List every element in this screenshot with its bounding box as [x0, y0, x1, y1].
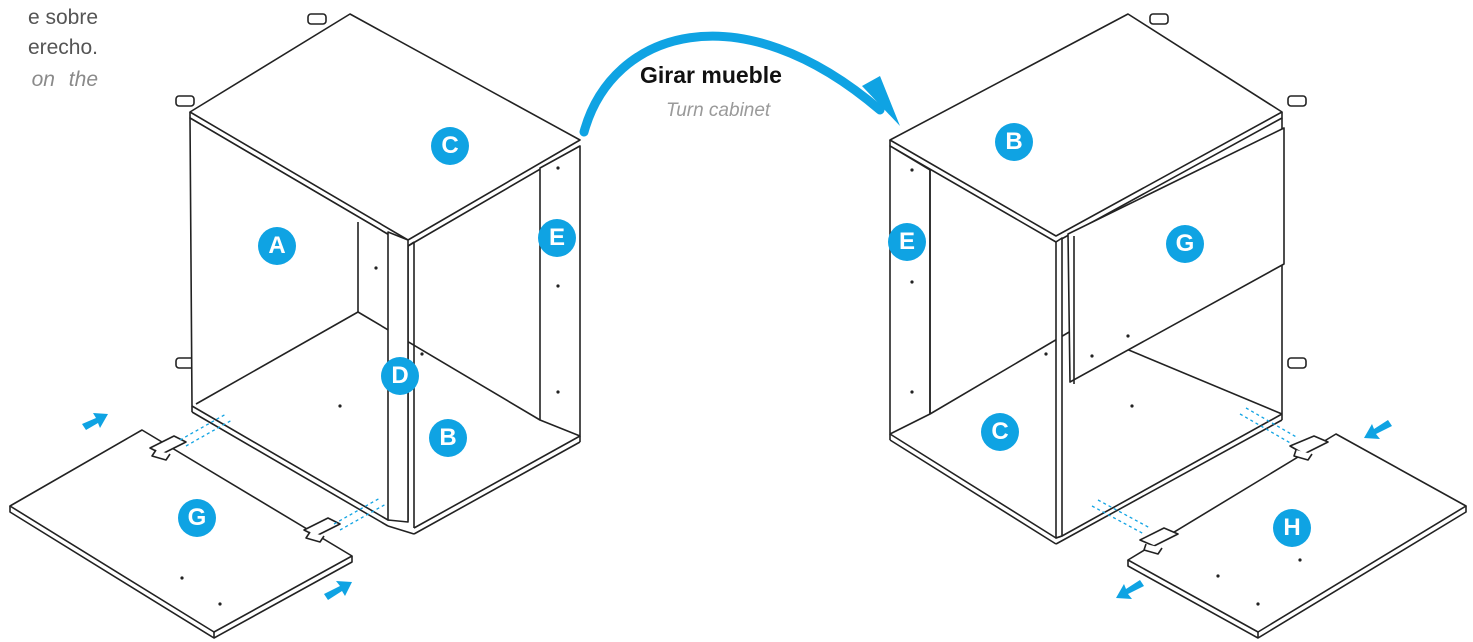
part-label-left-divider: D	[381, 357, 419, 395]
turn-title: Girar mueble	[640, 62, 782, 88]
arrow-up-right-icon	[324, 581, 352, 600]
foot-icon	[175, 13, 327, 369]
foot-icon	[1149, 13, 1307, 369]
part-label-right-top: B	[995, 123, 1033, 161]
hinge-icon	[303, 517, 341, 543]
side-note-en-line: on the	[31, 68, 98, 91]
turn-subtitle: Turn cabinet	[666, 100, 771, 121]
turn-arrow-icon	[579, 31, 885, 137]
arrow-down-left-icon	[1364, 420, 1392, 439]
hinge-icon	[1139, 527, 1179, 555]
part-label-right-door: H	[1273, 509, 1311, 547]
part-label-left-bottom: B	[429, 419, 467, 457]
turn-arrowhead-icon	[862, 76, 900, 126]
part-label-right-panel: G	[1166, 225, 1204, 263]
hinge-icon	[1289, 435, 1329, 461]
right-cabinet	[889, 13, 1307, 545]
hinge-icon	[149, 435, 187, 461]
side-note-es-line1: e sobre	[27, 6, 98, 29]
left-door	[9, 413, 387, 639]
part-label-right-side: E	[888, 223, 926, 261]
insert-arrows	[82, 413, 1392, 600]
arrow-up-right-icon	[82, 413, 108, 430]
part-label-left-top: C	[431, 127, 469, 165]
part-label-right-bottom: C	[981, 413, 1019, 451]
part-label-left-door: G	[178, 499, 216, 537]
side-note-es-line2: erecho.	[27, 36, 98, 59]
part-label-left-edge: E	[538, 219, 576, 257]
arrow-down-left-icon	[1116, 580, 1144, 599]
part-label-left-side: A	[258, 227, 296, 265]
left-cabinet	[175, 13, 581, 535]
